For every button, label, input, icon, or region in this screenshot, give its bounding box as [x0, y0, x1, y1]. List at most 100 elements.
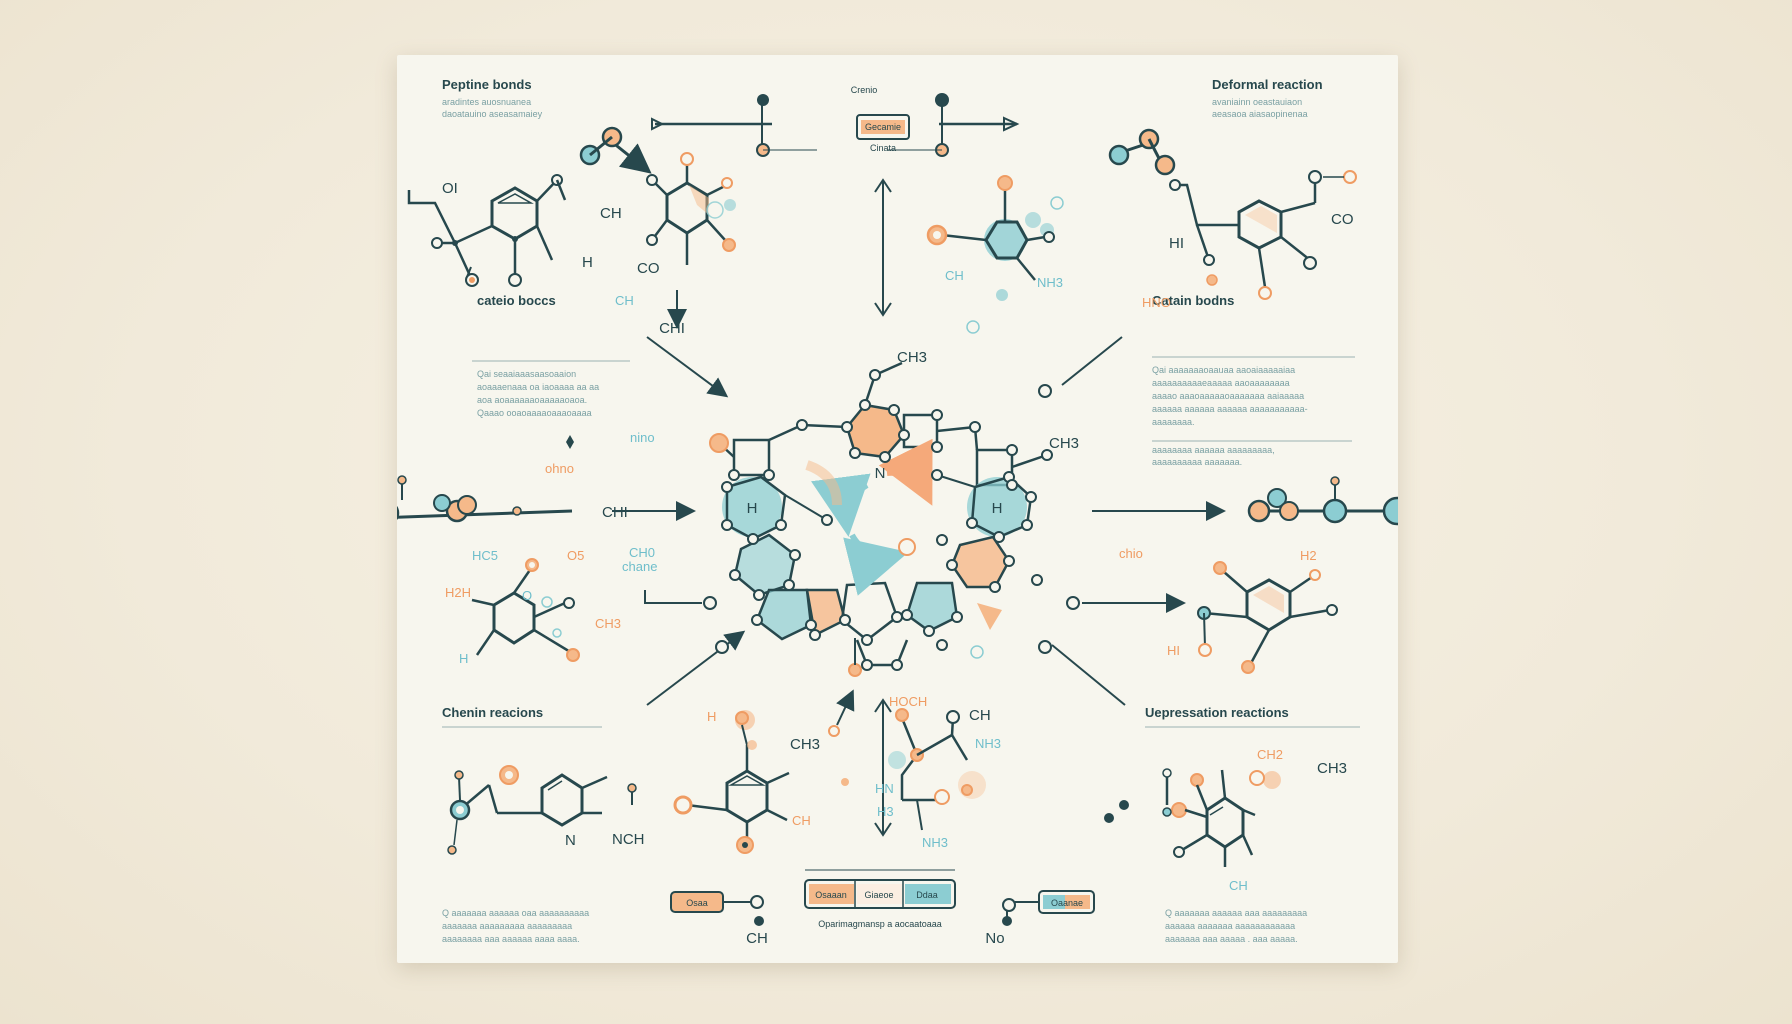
svg-text:aaaao aaaoaaaaaoaaaaaaa aaiaaa: aaaao aaaoaaaaaoaaaaaaa aaiaaaaa — [1152, 391, 1304, 401]
segment-caption: Oparimagmansp a aocaatoaaa — [818, 919, 942, 929]
atom-ch3-b: CH3 — [595, 616, 621, 631]
atom-ohno: ohno — [545, 461, 574, 476]
atom-hi-b: HI — [1167, 643, 1180, 658]
atom-hoch: HOCH — [889, 694, 927, 709]
blurb-top-right: avaniainn oeastauiaon aeasaoa aiasaopine… — [1212, 97, 1308, 119]
svg-text:Q aaaaaaa aaaaaa aaa aaaaaaaaa: Q aaaaaaa aaaaaa aaa aaaaaaaaa — [1165, 908, 1307, 918]
bottom-controls: Osaa CH Osaaan Giaeoe Ddaa Oparimagmansp… — [670, 869, 1095, 947]
atom-co-a: CO — [637, 260, 660, 277]
diagram-poster: Peptine bonds Deformal reaction cateio b… — [397, 55, 1398, 963]
label-top-small: Crenio — [851, 85, 878, 95]
svg-text:avaniainn oeastauiaon: avaniainn oeastauiaon — [1212, 97, 1302, 107]
molecule-bottom-center-left — [673, 689, 855, 854]
svg-text:aaaaaaa aaa aaaaa . aaa aaaaa.: aaaaaaa aaa aaaaa . aaa aaaaa. — [1165, 934, 1298, 944]
vertical-arrow-bottom — [874, 698, 892, 837]
atom-ch3-c: CH3 — [790, 736, 820, 753]
svg-text:daoatauino aseasamaiey: daoatauino aseasamaiey — [442, 109, 543, 119]
chain-left — [397, 475, 573, 523]
atom-no: No — [985, 930, 1004, 947]
small-molecule-top-right — [1108, 128, 1176, 176]
molecule-bottom-right — [1104, 768, 1281, 867]
blurb-mid-right: Qai aaaaaaaoaauaa aaoaiaaaaaiaa aaaaaaaa… — [1152, 365, 1308, 467]
atom-h-right: H — [992, 500, 1003, 517]
molecule-top-right — [1169, 170, 1357, 300]
small-molecule-top-left — [579, 126, 652, 174]
atom-chane: chane — [622, 559, 657, 574]
atom-nino: nino — [630, 430, 655, 445]
heading-mid-right: Catain bodns — [1152, 293, 1234, 308]
svg-text:aaaaaa aaaaaaa aaaaaaaaaaaa: aaaaaa aaaaaaa aaaaaaaaaaaa — [1165, 921, 1295, 931]
central-macrocycle — [709, 361, 1053, 677]
atom-hno: HNO — [1142, 295, 1171, 310]
atom-h-left: H — [747, 500, 758, 517]
svg-text:aaaaaaaaaa aaaaaaa.: aaaaaaaaaa aaaaaaa. — [1152, 457, 1242, 467]
svg-text:aaaaaa aaaaaa aaaaaa aaaaaaaaa: aaaaaa aaaaaa aaaaaa aaaaaaaaaaa- — [1152, 404, 1308, 414]
heading-top-right: Deformal reaction — [1212, 77, 1323, 92]
arrow-diag-bottom-right — [1051, 644, 1126, 706]
atom-ch-f: CH — [746, 930, 768, 947]
diamond-marker — [566, 435, 574, 449]
atom-h-c: H — [707, 709, 716, 724]
atom-nh3-b: NH3 — [975, 736, 1001, 751]
svg-text:aaaaaaaaaaeaaaaa aaoaaaaaaaa: aaaaaaaaaaeaaaaa aaoaaaaaaaa — [1152, 378, 1290, 388]
atom-ch-d: CH — [792, 813, 811, 828]
atom-hc5: HC5 — [472, 548, 498, 563]
atom-hn: HN — [875, 781, 894, 796]
svg-text:aaaaaaa aaaaaaaaa aaaaaaaaa: aaaaaaa aaaaaaaaa aaaaaaaaa — [442, 921, 572, 931]
atom-chi-b: CHI — [602, 504, 628, 521]
molecule-bottom-left — [447, 765, 637, 855]
svg-text:aaaaaaaa.: aaaaaaaa. — [1152, 417, 1195, 427]
top-center-button-label: Gecamie — [865, 122, 901, 132]
molecule-top-center-right — [926, 175, 1064, 334]
atom-chi-a: CHI — [659, 320, 685, 337]
label-top-below: Cinata — [870, 143, 896, 153]
atom-oi: OI — [442, 180, 458, 197]
svg-text:Qai seaaiaaasaasoaaion: Qai seaaiaaasaasoaaion — [477, 369, 576, 379]
svg-text:aoa aoaaaaaaoaaaaaoaoa.: aoa aoaaaaaaoaaaaaoaoa. — [477, 395, 587, 405]
segment-b-label: Giaeoe — [864, 890, 893, 900]
molecule-bottom-center-right — [888, 708, 986, 831]
bracket-left — [644, 590, 702, 604]
svg-text:Qai aaaaaaaoaauaa aaoaiaaaaaia: Qai aaaaaaaoaauaa aaoaiaaaaaiaa — [1152, 365, 1295, 375]
atom-ch3-d: CH3 — [1317, 760, 1347, 777]
atom-co-b: CO — [1331, 211, 1354, 228]
atom-ch2: CH2 — [1257, 747, 1283, 762]
vertical-arrow-top — [874, 178, 892, 317]
arrow-diag-top-left — [646, 336, 729, 398]
atom-ch-c: CH — [969, 707, 991, 724]
atom-ch3-top: CH3 — [897, 349, 927, 366]
atom-ch-a: CH — [600, 205, 622, 222]
blurb-top-left: aradintes auosnuanea daoatauino aseasama… — [442, 97, 543, 119]
atom-hi: HI — [1169, 235, 1184, 252]
segment-a-label: Osaaan — [815, 890, 847, 900]
segment-c-label: Ddaa — [916, 890, 938, 900]
molecule-top-left — [407, 174, 567, 287]
atom-n-b: N — [565, 832, 576, 849]
atom-n-center: N — [875, 465, 886, 482]
blurb-bottom-right: Q aaaaaaa aaaaaa aaa aaaaaaaaa aaaaaa aa… — [1165, 908, 1307, 944]
atom-chio: chio — [1119, 546, 1143, 561]
atom-nch: NCH — [612, 831, 645, 848]
reaction-diagram: Peptine bonds Deformal reaction cateio b… — [397, 77, 1398, 947]
chain-right — [1247, 476, 1398, 526]
atom-h-b: H — [459, 651, 468, 666]
molecule-mid-left — [471, 558, 580, 662]
blurb-mid-left: Qai seaaiaaasaasoaaion aoaaaenaaa oa iao… — [477, 369, 599, 418]
atom-h2: H2 — [1300, 548, 1317, 563]
atom-h2h: H2H — [445, 585, 471, 600]
atom-o5: O5 — [567, 548, 584, 563]
atom-ch3-right: CH3 — [1049, 435, 1079, 452]
svg-text:aeasaoa aiasaopinenaa: aeasaoa aiasaopinenaa — [1212, 109, 1308, 119]
heading-bottom-right: Uepressation reactions — [1145, 705, 1289, 720]
bottom-button-left-label: Osaa — [686, 898, 708, 908]
atom-h-a: H — [582, 254, 593, 271]
svg-text:Qaaao ooaoaaaaoaaaoaaaa: Qaaao ooaoaaaaoaaaoaaaa — [477, 408, 592, 418]
atom-ch0: CH0 — [629, 545, 655, 560]
atom-nh3-a: NH3 — [1037, 275, 1063, 290]
arrow-diag-top-right — [1061, 336, 1123, 386]
heading-bottom-left: Chenin reacions — [442, 705, 543, 720]
atom-o: O — [522, 588, 532, 603]
heading-mid-left: cateio boccs — [477, 293, 556, 308]
atom-ch-e: CH — [1229, 878, 1248, 893]
molecule-top-center-left — [646, 152, 736, 329]
